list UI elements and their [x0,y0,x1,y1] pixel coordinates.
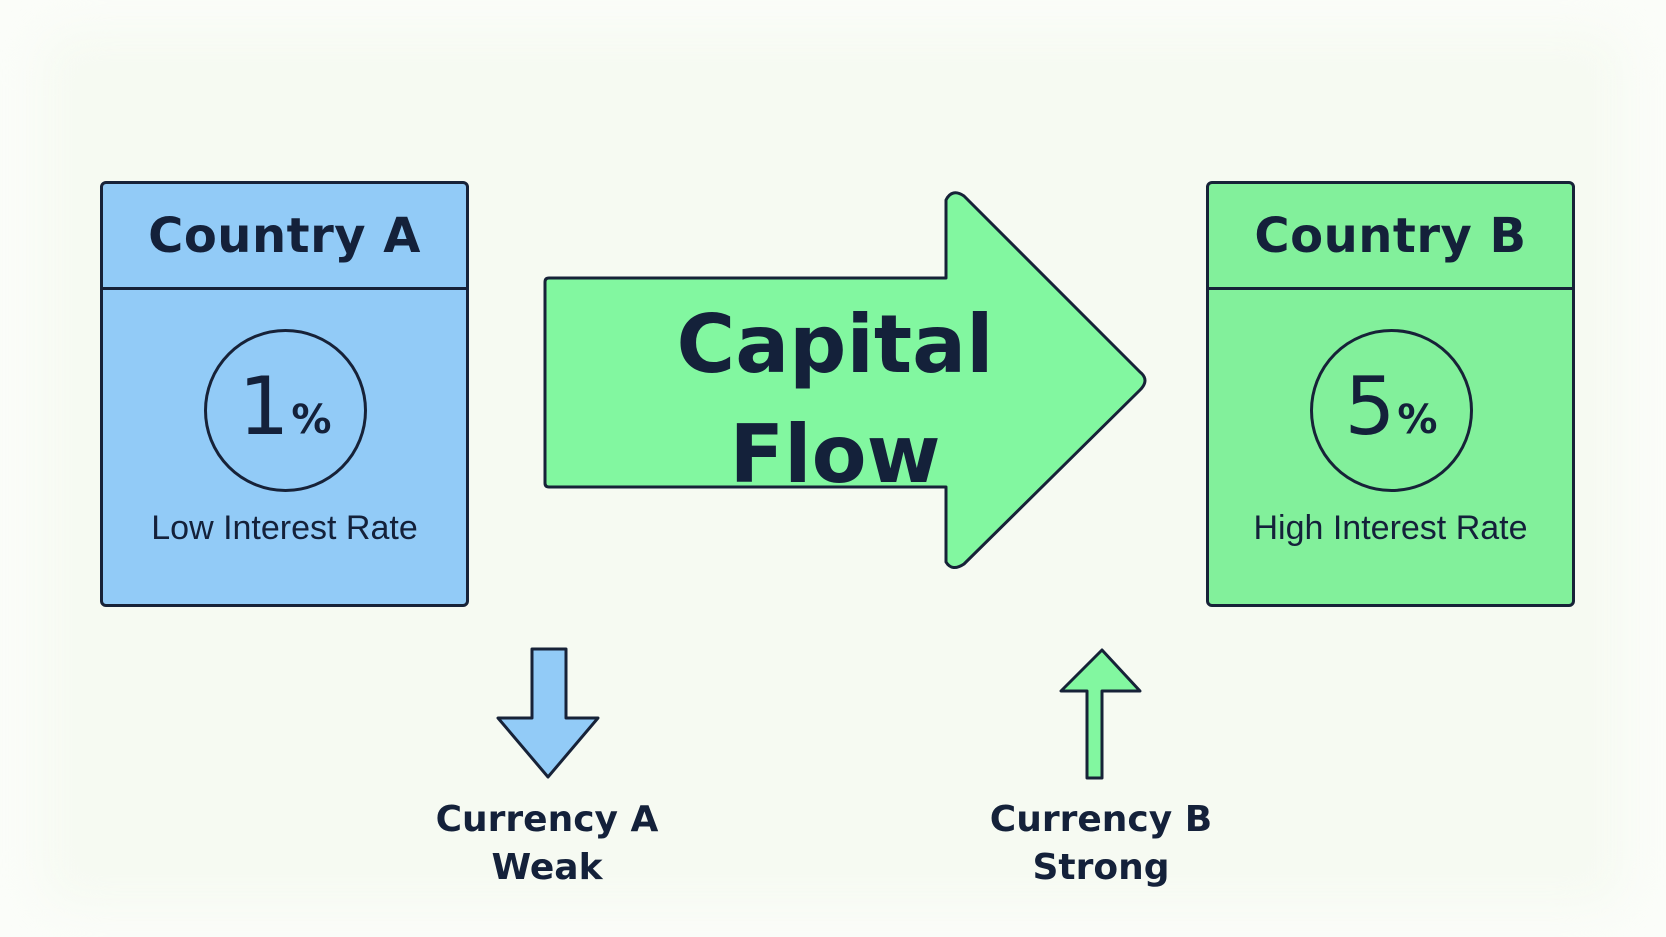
country-a-rate-label: Low Interest Rate [151,509,418,547]
country-b-title: Country B [1209,184,1572,290]
down-arrow-icon [496,647,600,779]
country-a-rate-symbol: % [291,396,332,443]
capital-flow-label-line1: Capital [676,298,994,391]
capital-flow-label-line2: Flow [729,408,941,501]
country-a-rate-number: 1 [238,359,290,453]
country-b-rate-number: 5 [1344,359,1396,453]
country-a-box: Country A 1 % Low Interest Rate [100,181,469,607]
country-b-rate-circle: 5 % [1309,329,1473,492]
country-b-rate-label: High Interest Rate [1253,509,1528,547]
currency-a-label: Currency A Weak [387,796,707,892]
country-b-rate-symbol: % [1397,396,1438,443]
currency-a-name: Currency A [435,799,659,840]
country-b-box: Country B 5 % High Interest Rate [1206,181,1575,607]
country-a-rate-circle: 1 % [203,329,367,492]
currency-b-label: Currency B Strong [941,796,1261,892]
up-arrow-icon [1059,648,1142,780]
capital-flow-arrow [543,191,1147,569]
currency-b-status: Strong [1032,847,1170,888]
country-a-title: Country A [103,184,466,290]
currency-a-status: Weak [491,847,603,888]
currency-b-name: Currency B [989,799,1213,840]
